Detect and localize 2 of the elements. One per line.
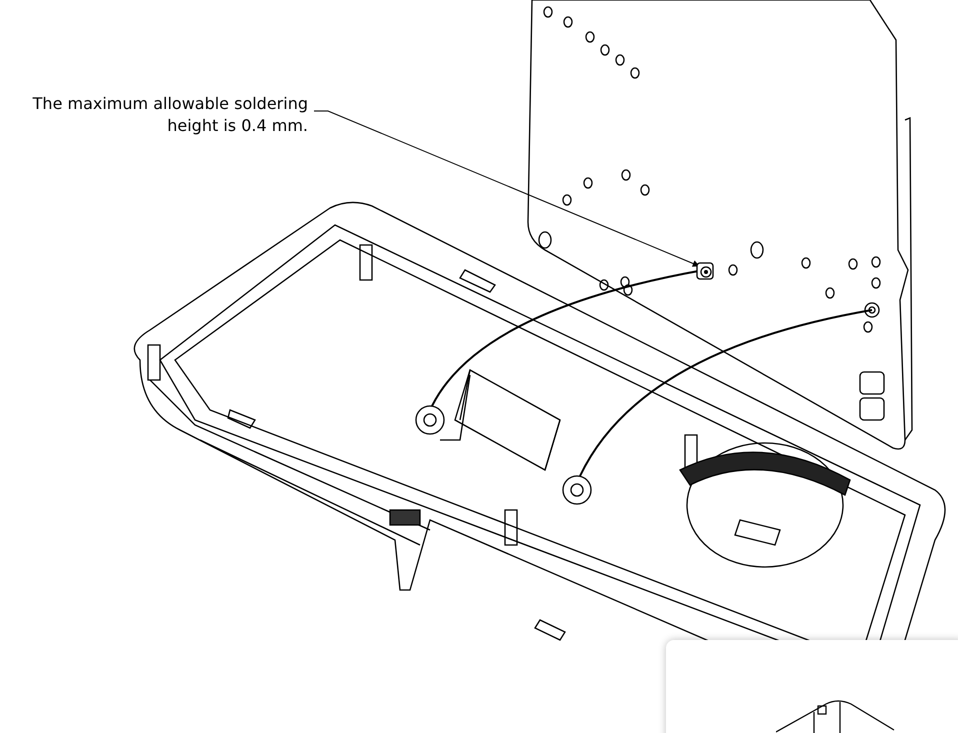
leader-line	[314, 110, 700, 267]
solder-pad	[696, 262, 714, 280]
